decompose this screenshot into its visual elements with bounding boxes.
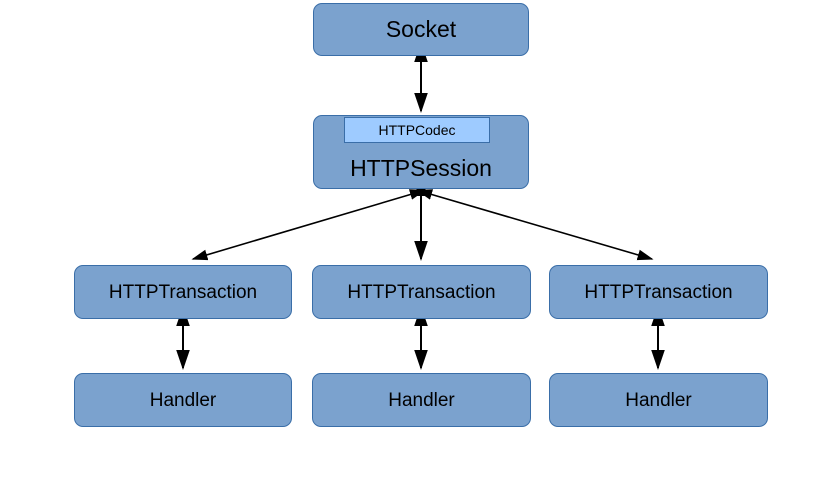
node-handler-1-label: Handler <box>149 389 217 411</box>
node-http-session-label: HTTPSession <box>350 155 492 181</box>
node-http-codec-label: HTTPCodec <box>378 122 456 138</box>
node-http-transaction-3-label: HTTPTransaction <box>584 281 733 303</box>
node-http-codec[interactable]: HTTPCodec <box>344 117 490 143</box>
node-handler-3[interactable]: Handler <box>549 373 768 427</box>
node-http-transaction-3[interactable]: HTTPTransaction <box>549 265 768 319</box>
node-http-transaction-1-label: HTTPTransaction <box>108 281 258 303</box>
node-handler-2-label: Handler <box>388 389 455 411</box>
node-handler-2[interactable]: Handler <box>312 373 531 427</box>
node-socket[interactable]: Socket <box>313 3 529 56</box>
edge-session-transaction3 <box>416 189 654 261</box>
node-http-transaction-1[interactable]: HTTPTransaction <box>74 265 292 319</box>
node-socket-label: Socket <box>385 16 457 42</box>
node-http-transaction-2-label: HTTPTransaction <box>347 281 496 303</box>
node-http-transaction-2[interactable]: HTTPTransaction <box>312 265 531 319</box>
edge-session-transaction1 <box>191 189 426 261</box>
node-handler-3-label: Handler <box>625 389 692 411</box>
node-handler-1[interactable]: Handler <box>74 373 292 427</box>
